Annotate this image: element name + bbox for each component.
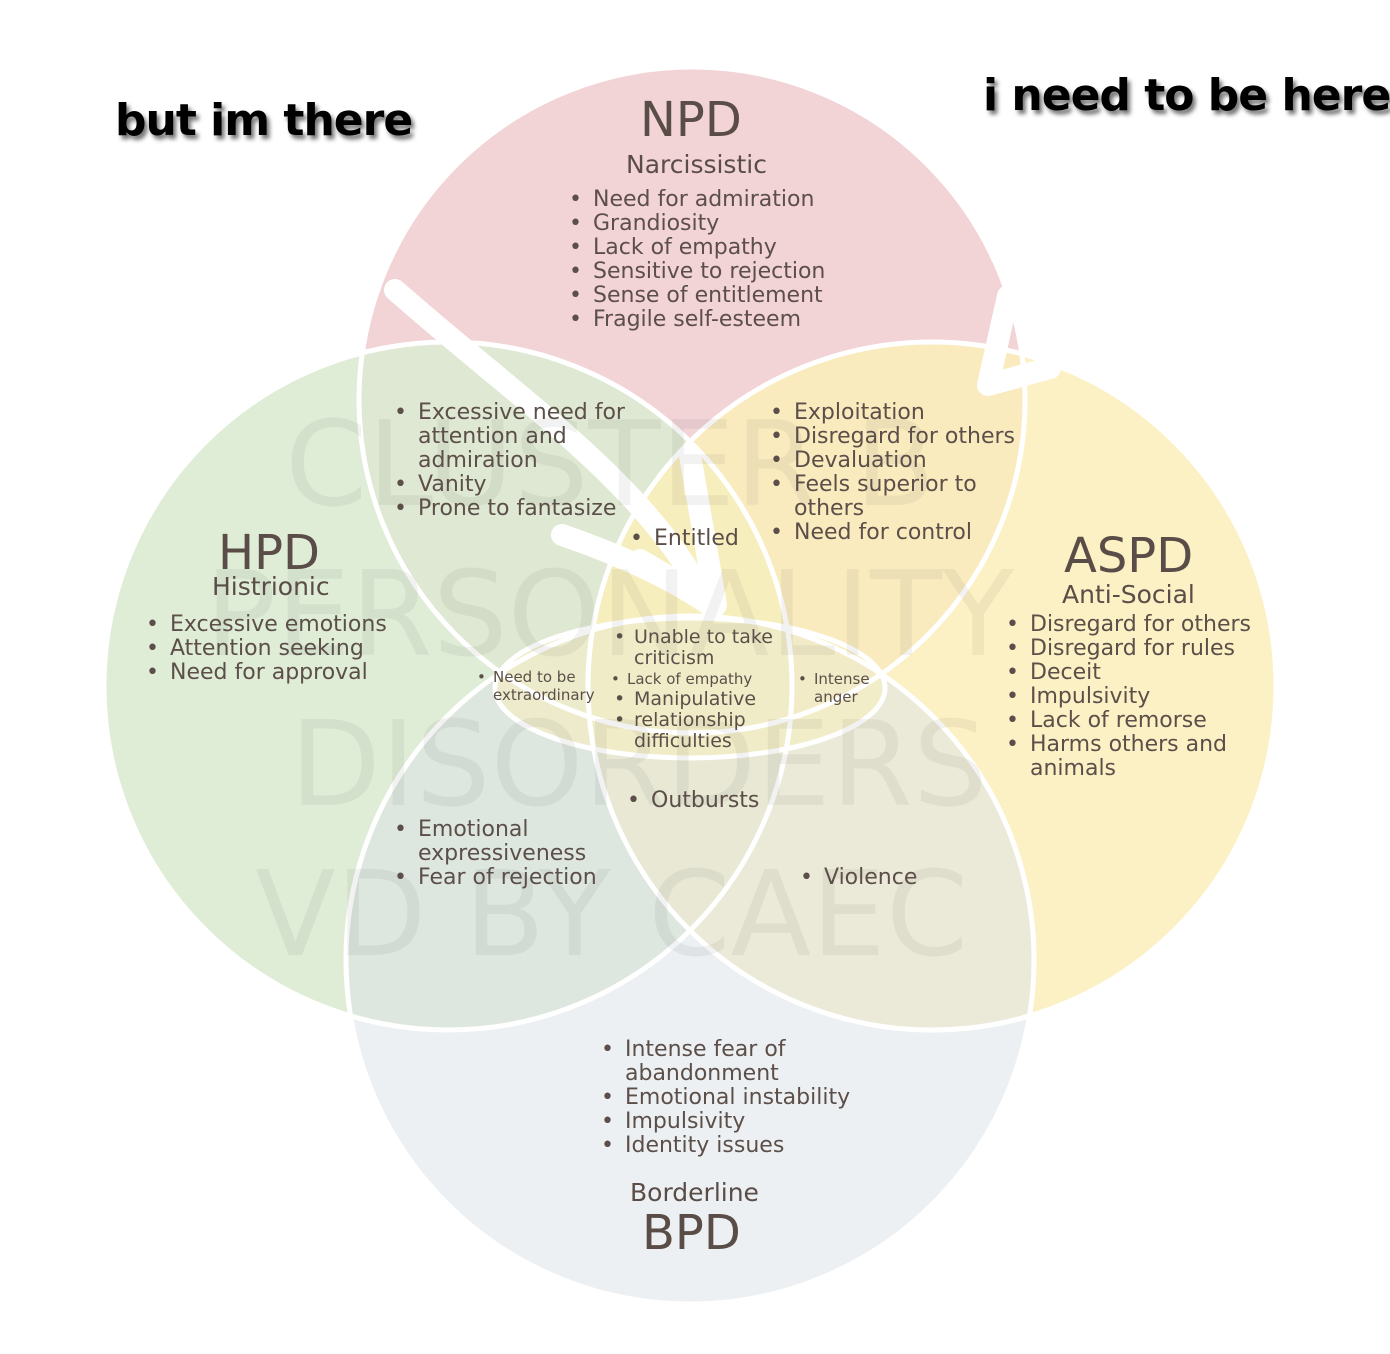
aspd-npd-bpd-list: Intense anger xyxy=(796,670,884,706)
list-item: Identity issues xyxy=(599,1134,850,1159)
list-item: Feels superior to others xyxy=(768,473,994,521)
list-item: Harms others and animals xyxy=(1004,733,1240,781)
npd-hpd-list: Excessive need for attention and admirat… xyxy=(392,401,632,522)
list-item: Violence xyxy=(798,866,917,891)
aspd-title: ASPD xyxy=(1064,528,1194,584)
npd-center-list: Entitled xyxy=(628,527,739,552)
list-item: Intense anger xyxy=(796,670,884,706)
aspd-list: Disregard for others Disregard for rules… xyxy=(1004,613,1251,781)
list-item: Devaluation xyxy=(768,449,1015,474)
list-item: Deceit xyxy=(1004,661,1251,686)
npd-aspd-list: Exploitation Disregard for others Devalu… xyxy=(768,401,1015,546)
list-item: Need for admiration xyxy=(567,188,825,213)
list-item: Impulsivity xyxy=(599,1110,850,1135)
lower-center-list: Outbursts xyxy=(625,789,759,814)
npd-title: NPD xyxy=(640,92,742,148)
list-item: Need for control xyxy=(768,521,1015,546)
list-item: Unable to take criticism xyxy=(612,627,804,669)
list-item: Grandiosity xyxy=(567,212,825,237)
list-item: Disregard for others xyxy=(1004,613,1251,638)
list-item: Vanity xyxy=(392,473,632,498)
hpd-npd-bpd-list: Need to be extraordinary xyxy=(475,668,598,704)
aspd-subtitle: Anti-Social xyxy=(1062,580,1195,609)
left-caption: but im there xyxy=(115,95,413,146)
list-item: Lack of empathy xyxy=(609,670,752,688)
list-item: Attention seeking xyxy=(144,637,387,662)
center-list-empathy: Lack of empathy xyxy=(609,670,752,688)
list-item: Excessive need for attention and admirat… xyxy=(392,401,628,473)
hpd-subtitle: Histrionic xyxy=(212,572,330,601)
list-item: Emotional instability xyxy=(599,1086,850,1111)
list-item: Fragile self-esteem xyxy=(567,308,825,333)
arrow-head-2 xyxy=(977,285,1061,396)
arrow-head-1 xyxy=(629,444,727,616)
list-item: Disregard for others xyxy=(768,425,1015,450)
center-list: Unable to take criticism xyxy=(612,627,804,669)
list-item: Lack of remorse xyxy=(1004,709,1251,734)
list-item: Entitled xyxy=(628,527,739,552)
list-item: Excessive emotions xyxy=(144,613,387,638)
right-caption: i need to be here xyxy=(983,70,1390,121)
hpd-list: Excessive emotions Attention seeking Nee… xyxy=(144,613,387,686)
list-item: Need to be extraordinary xyxy=(475,668,598,704)
bpd-list: Intense fear of abandonment Emotional in… xyxy=(599,1038,850,1159)
bpd-circle xyxy=(346,616,1034,1304)
center-list-rest: Manipulative relationship difficulties xyxy=(612,689,784,752)
list-item: Fear of rejection xyxy=(392,866,608,891)
list-item: Emotional expressiveness xyxy=(392,818,608,866)
hpd-bpd-list: Emotional expressiveness Fear of rejecti… xyxy=(392,818,608,891)
aspd-bpd-list: Violence xyxy=(798,866,917,891)
list-item: Sense of entitlement xyxy=(567,284,825,309)
list-item: Intense fear of abandonment xyxy=(599,1038,815,1086)
hpd-title: HPD xyxy=(218,525,320,581)
list-item: Outbursts xyxy=(625,789,759,814)
list-item: Sensitive to rejection xyxy=(567,260,825,285)
list-item: Manipulative xyxy=(612,689,784,711)
list-item: Exploitation xyxy=(768,401,1015,426)
list-item: Prone to fantasize xyxy=(392,497,632,522)
list-item: relationship difficulties xyxy=(612,710,784,752)
bpd-subtitle: Borderline xyxy=(630,1178,759,1207)
npd-subtitle: Narcissistic xyxy=(626,150,767,179)
list-item: Lack of empathy xyxy=(567,236,825,261)
npd-list: Need for admiration Grandiosity Lack of … xyxy=(567,188,825,333)
bpd-title: BPD xyxy=(642,1205,741,1261)
list-item: Impulsivity xyxy=(1004,685,1251,710)
list-item: Disregard for rules xyxy=(1004,637,1251,662)
list-item: Need for approval xyxy=(144,661,387,686)
